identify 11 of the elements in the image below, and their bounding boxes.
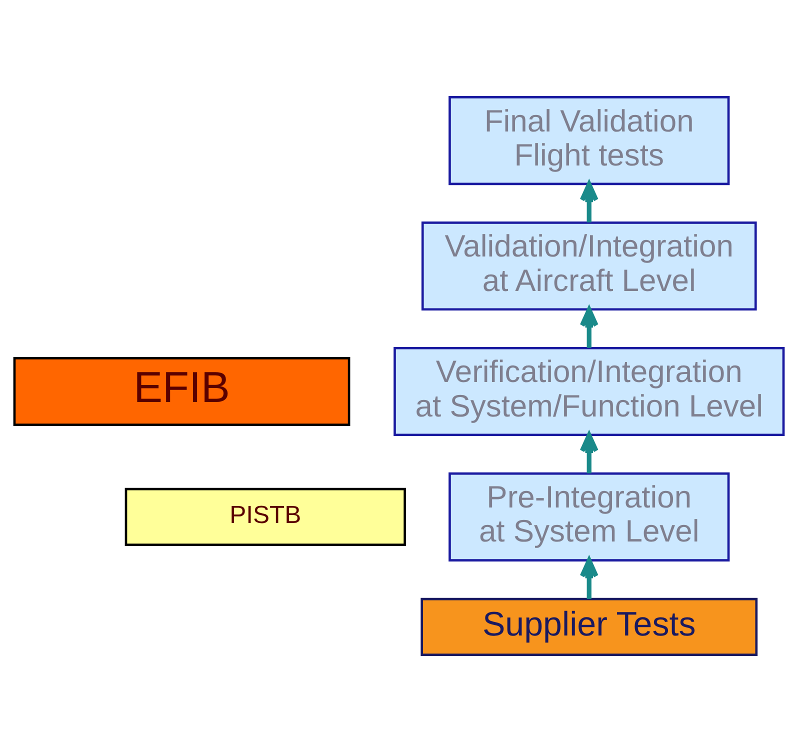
node-box: Validation/Integration at Aircraft Level bbox=[421, 221, 757, 310]
arrow bbox=[580, 432, 598, 473]
arrow bbox=[580, 558, 598, 598]
node-box: PISTB bbox=[124, 487, 406, 546]
node-box: Verification/Integration at System/Function Level bbox=[394, 346, 785, 436]
arrow bbox=[580, 181, 598, 222]
node-box: Supplier Tests bbox=[420, 597, 758, 656]
arrow bbox=[580, 306, 598, 348]
node-box: Final Validation Flight tests bbox=[448, 96, 730, 185]
node-box: EFIB bbox=[13, 356, 350, 426]
node-box: Pre-Integration at System Level bbox=[448, 472, 730, 561]
